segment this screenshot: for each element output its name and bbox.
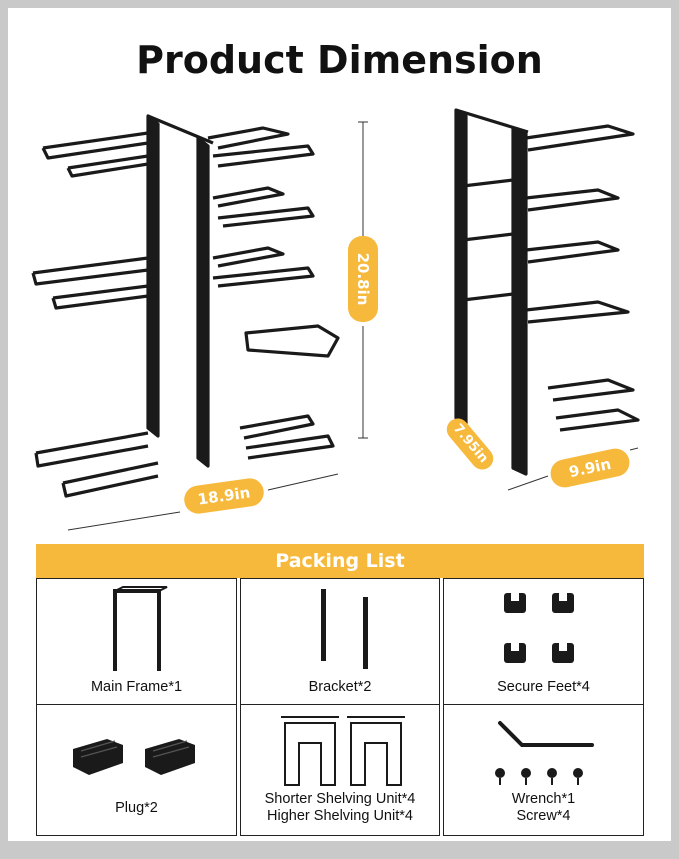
packing-item-secure-feet: Secure Feet*4 — [443, 578, 644, 706]
plug-icon — [73, 739, 195, 775]
main-frame-icon — [113, 586, 168, 671]
packing-item-shelving-units: Shorter Shelving Unit*4 Higher Shelving … — [240, 704, 440, 836]
packing-item-wrench-screws: Wrench*1 Screw*4 — [443, 704, 644, 836]
item-label: Plug*2 — [115, 800, 158, 816]
item-label-secondary: Higher Shelving Unit*4 — [267, 808, 413, 824]
item-label: Main Frame*1 — [90, 679, 183, 695]
packing-item-bracket: Bracket*2 — [240, 578, 440, 706]
bracket-icon — [321, 589, 368, 669]
secure-feet-icon — [504, 593, 574, 663]
screw-icon — [495, 768, 583, 778]
item-label: Wrench*1 — [511, 791, 576, 807]
wrench-icon — [495, 721, 594, 785]
packing-item-plug: Plug*2 — [36, 704, 237, 836]
item-label: Shorter Shelving Unit*4 — [264, 791, 416, 807]
packing-list-header: Packing List — [36, 544, 644, 578]
item-label: Bracket*2 — [308, 679, 372, 695]
item-label: Secure Feet*4 — [497, 679, 590, 695]
height-dimension-label: 20.8in — [348, 236, 378, 322]
packing-item-main-frame: Main Frame*1 — [36, 578, 237, 706]
shelving-unit-icon — [281, 716, 405, 786]
packing-list-grid: Main Frame*1 Bracket*2 Secure Fe — [36, 578, 644, 836]
item-label-secondary: Screw*4 — [516, 808, 571, 824]
height-value: 20.8in — [354, 252, 372, 306]
pot-rack-illustration — [31, 108, 640, 531]
page-title: Product Dimension — [136, 38, 543, 82]
product-sheet: Product Dimension — [8, 8, 671, 841]
